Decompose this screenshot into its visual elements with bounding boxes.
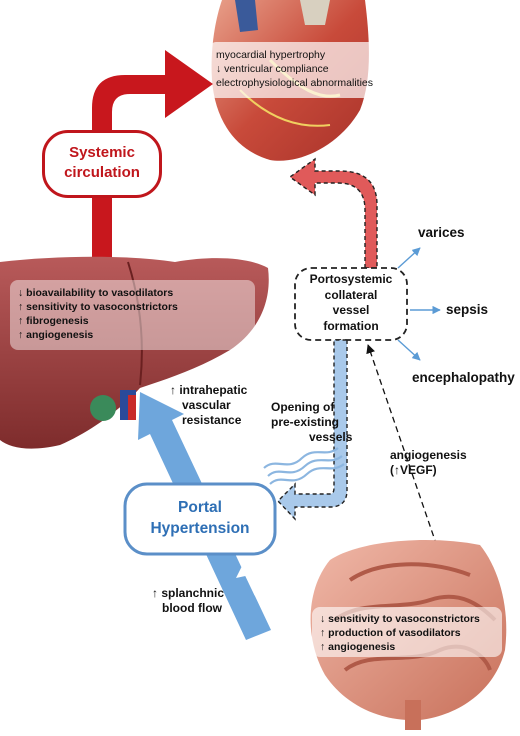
vessels-illustration [263, 447, 345, 485]
collateral-to-heart-arrow [288, 157, 378, 269]
intestine-effect-2: ↑ production of vasodilators [320, 627, 461, 639]
heart-effect-3: electrophysiological abnormalities [216, 77, 373, 89]
liver-effect-1: ↓ bioavailability to vasodilators [18, 287, 174, 299]
liver-illustration [0, 256, 269, 449]
liver-effect-4: ↑ angiogenesis [18, 329, 94, 341]
sepsis-label: sepsis [446, 302, 489, 317]
collateral-box [294, 267, 408, 341]
intrahepatic-resistance-label: ↑ intrahepatic vascular resistance [170, 383, 248, 427]
systemic-arrow [92, 50, 213, 262]
splanchnic-flow-label: ↑ splanchnic blood flow [152, 586, 225, 615]
portal-hypertension-title: Portal Hypertension [150, 499, 250, 537]
intestine-effect-3: ↑ angiogenesis [320, 641, 396, 653]
liver-effect-2: ↑ sensitivity to vasoconstrictors [18, 301, 178, 313]
arrow-to-encephalopathy [397, 339, 421, 361]
intestine-effects: ↓ sensitivity to vasoconstrictors ↑ prod… [320, 612, 480, 654]
arrow-to-varices [397, 247, 421, 269]
systemic-circulation-title: Systemic circulation [64, 144, 140, 181]
portal-box [123, 482, 277, 556]
angiogenesis-vegf-label: angiogenesis (↑VEGF) [390, 448, 467, 477]
liver-effects: ↓ bioavailability to vasodilators ↑ sens… [18, 286, 178, 342]
opening-vessels-label: Opening of pre-existing vessels [271, 400, 353, 444]
varices-label: varices [418, 225, 465, 240]
collateral-to-portal-arrow [277, 339, 348, 521]
heart-effects: myocardial hypertrophy ↓ ventricular com… [216, 48, 373, 90]
heart-effect-1: myocardial hypertrophy [216, 49, 326, 61]
encephalopathy-label: encephalopathy [412, 370, 515, 385]
intestine-effect-1: ↓ sensitivity to vasoconstrictors [320, 613, 480, 625]
systemic-circulation-box [42, 130, 162, 198]
angiogenesis-arrow [366, 344, 441, 556]
collateral-label: Portosystemic collateral vessel formatio… [309, 272, 393, 333]
liver-effect-3: ↑ fibrogenesis [18, 315, 89, 327]
heart-effect-2: ↓ ventricular compliance [216, 63, 329, 75]
